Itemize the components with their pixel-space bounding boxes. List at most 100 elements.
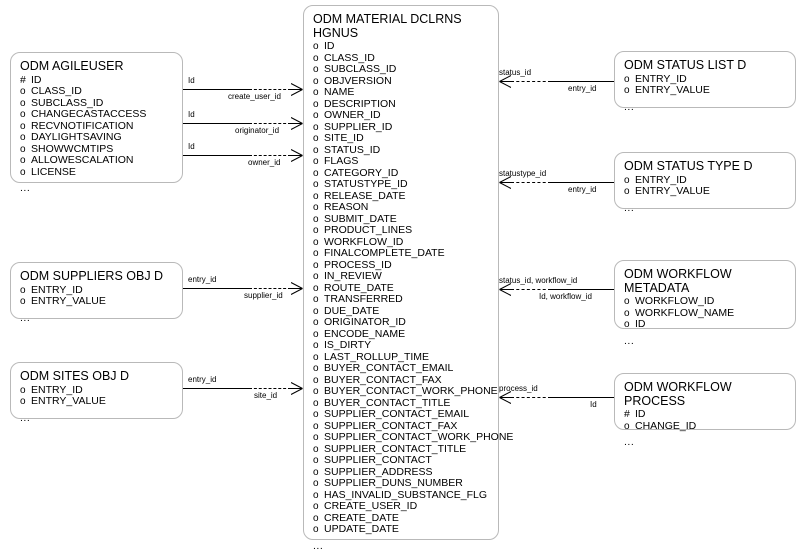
relationship-source-label: Id: [188, 110, 195, 119]
attr-marker: o: [313, 478, 319, 489]
relationship-suppliers-supplier[interactable]: [183, 274, 303, 302]
pk-marker: #: [20, 73, 26, 86]
attribute-name: WORKFLOW_ID: [635, 295, 715, 307]
attribute-row: o TRANSFERRED: [313, 293, 489, 306]
relationship-line-dashed: [249, 388, 291, 389]
attr-marker: o: [313, 317, 319, 328]
attr-marker: o: [624, 186, 630, 197]
attr-marker: o: [313, 374, 319, 386]
relationship-source-label: entry_id: [188, 275, 217, 284]
crows-foot-marker: [291, 149, 303, 162]
attribute-name: SUPPLIER_CONTACT_WORK_PHONE: [324, 431, 514, 443]
entity-title: ODM SITES OBJ D: [20, 369, 130, 383]
attribute-name: RELEASE_DATE: [324, 189, 406, 202]
attribute-name: SUBMIT_DATE: [324, 212, 397, 225]
attr-marker: o: [624, 296, 630, 307]
relationship-source-label: process_id: [499, 384, 538, 393]
attribute-name: SUBCLASS_ID: [31, 96, 104, 109]
attr-marker: o: [624, 307, 630, 319]
relationship-line: [183, 288, 249, 289]
attribute-row: # ID: [20, 73, 173, 87]
attribute-name: WORKFLOW_NAME: [635, 306, 735, 319]
attribute-name: CHANGECASTACCESS: [31, 108, 147, 120]
attribute-name: TRANSFERRED: [324, 293, 403, 305]
relationship-source-label: Id: [188, 76, 195, 85]
attr-marker: o: [313, 225, 319, 236]
attr-marker: o: [313, 294, 319, 305]
attribute-name: IS_DIRTY: [324, 339, 372, 351]
attribute-name: ENCODE_NAME: [324, 327, 406, 340]
attribute-name: SUPPLIER_DUNS_NUMBER: [324, 477, 463, 489]
attr-marker: o: [624, 319, 630, 330]
attr-marker: o: [20, 109, 26, 120]
relationship-agileuser-originator[interactable]: [183, 109, 303, 137]
relationship-target-label: create_user_id: [228, 92, 281, 101]
relationship-status-list[interactable]: [499, 67, 614, 95]
relationship-agileuser-create-user[interactable]: [183, 75, 303, 103]
relationship-line-dashed: [249, 288, 291, 289]
relationship-line-dashed: [249, 123, 291, 124]
attribute-name: HAS_INVALID_SUBSTANCE_FLG: [324, 488, 487, 501]
attribute-name: SUPPLIER_CONTACT_EMAIL: [324, 408, 470, 420]
relationship-line: [183, 123, 249, 124]
attr-marker: o: [20, 384, 26, 396]
relationship-target-label: owner_id: [248, 158, 281, 167]
relationship-target-label: originator_id: [235, 126, 280, 135]
attribute-name: ID: [31, 73, 42, 86]
crows-foot-marker: [291, 83, 303, 96]
more-attributes-indicator: ...: [624, 100, 635, 113]
attribute-name: ORIGINATOR_ID: [324, 316, 406, 328]
attribute-row: o WORKFLOW_NAME: [624, 306, 786, 320]
attribute-name: ENTRY_VALUE: [31, 395, 106, 407]
relationship-workflow-process[interactable]: [499, 383, 614, 411]
more-attributes-indicator: ...: [20, 311, 31, 324]
relationship-workflow-metadata[interactable]: [499, 275, 614, 303]
attribute-name: STATUSTYPE_ID: [324, 178, 408, 190]
crows-foot-marker: [499, 391, 511, 404]
relationship-status-type[interactable]: [499, 168, 614, 196]
entity-title: ODM STATUS LIST D: [624, 58, 747, 72]
relationship-line-dashed: [511, 182, 551, 183]
attribute-name: ENTRY_VALUE: [31, 295, 106, 307]
relationship-source-label: status_id, workflow_id: [499, 276, 578, 285]
attr-marker: o: [313, 420, 319, 432]
attribute-name: REASON: [324, 201, 369, 213]
attribute-name: FLAGS: [324, 155, 359, 167]
attr-marker: o: [20, 396, 26, 407]
attribute-name: ID: [635, 408, 646, 420]
relationship-sites-site[interactable]: [183, 374, 303, 402]
attribute-name: NAME: [324, 86, 355, 98]
attr-marker: o: [313, 271, 319, 282]
relationship-agileuser-owner[interactable]: [183, 141, 303, 169]
crows-foot-marker: [499, 75, 511, 88]
attr-marker: o: [313, 489, 319, 501]
attr-marker: o: [20, 120, 26, 132]
attribute-name: BUYER_CONTACT_EMAIL: [324, 362, 454, 374]
attribute-name: FINALCOMPLETE_DATE: [324, 247, 445, 259]
attr-marker: o: [20, 86, 26, 97]
attr-marker: o: [313, 282, 319, 294]
attr-marker: o: [313, 156, 319, 167]
